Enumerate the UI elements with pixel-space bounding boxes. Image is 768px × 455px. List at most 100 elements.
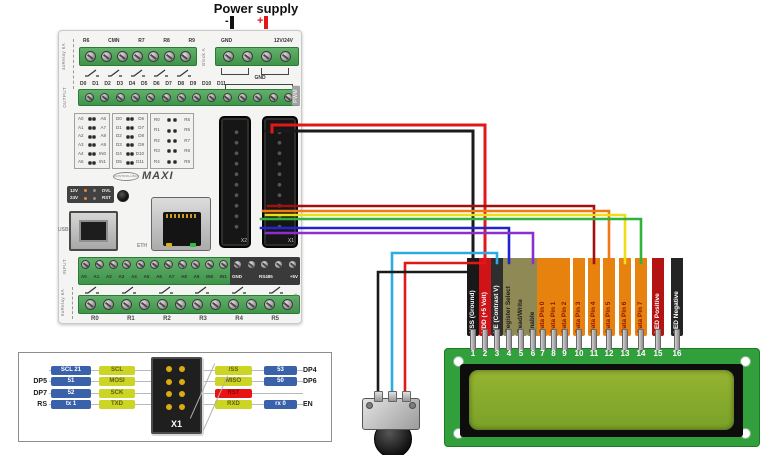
idc-pin-holes xyxy=(228,127,242,232)
relay-contact-icon xyxy=(177,69,191,77)
lcd-pin-label: VDD (+5 Volt) xyxy=(479,258,491,336)
pin-dot xyxy=(130,160,134,165)
potentiometer-body xyxy=(362,398,420,430)
ethernet-port xyxy=(151,197,211,251)
legend-pin-number-badge: SCL 21 xyxy=(51,366,91,375)
terminal-screw xyxy=(228,299,240,310)
mounting-hole xyxy=(740,356,751,367)
terminal-label: A2 xyxy=(106,274,112,279)
relay-terminal-block-a xyxy=(79,47,197,66)
usb-port xyxy=(69,211,118,251)
led-dot xyxy=(84,196,87,200)
pin-dot xyxy=(88,125,92,130)
relay-contact-icon xyxy=(268,286,283,294)
pot-pin-gnd xyxy=(374,391,383,402)
terminal-label: D9 xyxy=(189,81,197,87)
terminal-label: R4 xyxy=(235,316,243,322)
pin-dot xyxy=(173,159,178,164)
plus-sign: + xyxy=(257,15,264,27)
pin-dot xyxy=(173,149,178,154)
terminal-screw xyxy=(163,51,175,62)
terminal-screw xyxy=(122,260,132,269)
legend-x1-tag: X1 xyxy=(170,419,182,429)
legend-signal-badge: MOSI xyxy=(99,377,135,387)
terminal-label: D2 xyxy=(104,81,111,87)
terminal-label: GND xyxy=(232,274,242,279)
terminal-label: D5 xyxy=(141,81,148,87)
power-supply-title: Power supply xyxy=(213,1,299,16)
bottom-relay-block xyxy=(78,295,300,314)
pin-dot xyxy=(88,143,92,148)
minus-sign: - xyxy=(225,15,229,27)
terminal-label: R7 xyxy=(138,38,145,44)
relay-contact-symbols xyxy=(84,68,192,78)
lcd-module xyxy=(444,348,760,447)
terminal-label: D3 xyxy=(116,81,124,87)
pwm-badge: PWM xyxy=(292,86,300,106)
terminal-screw xyxy=(108,260,118,269)
pin-dot xyxy=(92,143,96,148)
terminal-screw xyxy=(210,299,222,310)
terminal-screw xyxy=(100,93,110,102)
terminal-screw xyxy=(121,299,133,310)
relay-contact-icon xyxy=(195,286,210,294)
pin-dot xyxy=(126,117,130,122)
legend-signal-badge: SCK xyxy=(99,388,135,398)
terminal-label: R6 xyxy=(83,38,90,44)
relay-contact-icon xyxy=(85,69,99,77)
top-relay-side-label: 4xRelay 6A xyxy=(61,43,66,71)
terminal-screw xyxy=(85,93,95,102)
pin-dot xyxy=(88,160,92,165)
terminal-label: A4 xyxy=(131,274,137,279)
terminal-label: A3 xyxy=(118,274,125,279)
block-a-label: Block A xyxy=(201,48,206,66)
terminal-screw xyxy=(179,51,191,62)
x1-header-connector: X1 xyxy=(262,116,298,248)
lcd-pin-label: Register Select xyxy=(503,258,515,336)
idc-pin-holes xyxy=(271,127,289,232)
pin-dot xyxy=(173,128,178,133)
reset-button[interactable] xyxy=(117,190,129,202)
output-side-label: OUTPUT xyxy=(62,87,67,108)
power-negative-mark: - xyxy=(225,15,234,29)
power-positive-mark: + xyxy=(257,15,269,29)
pin-dot xyxy=(130,125,134,130)
terminal-screw xyxy=(222,93,232,102)
wire-power-positive xyxy=(270,123,487,265)
terminal-screw xyxy=(192,93,202,102)
terminal-label: D4 xyxy=(128,81,136,87)
terminal-screw xyxy=(161,93,171,102)
relay-contact-icon xyxy=(108,69,122,77)
pin-dot xyxy=(173,118,178,123)
pin-dot xyxy=(126,151,130,156)
terminal-screw xyxy=(268,93,278,102)
connector-pins xyxy=(162,366,188,410)
legend-signal-badge: MISO xyxy=(215,377,252,387)
terminal-label: RS485 xyxy=(259,274,273,279)
terminal-label: GND xyxy=(221,38,233,44)
output-gnd-label: GND xyxy=(254,75,266,81)
terminal-label: D8 xyxy=(177,81,185,87)
terminal-screw xyxy=(207,93,217,102)
input-screws xyxy=(81,260,297,269)
terminal-screw xyxy=(174,299,186,310)
input-side-label: INPUT xyxy=(62,259,67,275)
lcd-pin-label: LED Negative xyxy=(671,258,683,336)
model-name: MAXI xyxy=(142,170,174,182)
pin-dot xyxy=(166,118,171,123)
terminal-screw xyxy=(245,299,257,310)
pin-dot xyxy=(130,151,134,156)
dashed-bracket xyxy=(72,287,73,319)
terminal-screw xyxy=(260,260,270,269)
eth-led-green xyxy=(190,243,196,247)
